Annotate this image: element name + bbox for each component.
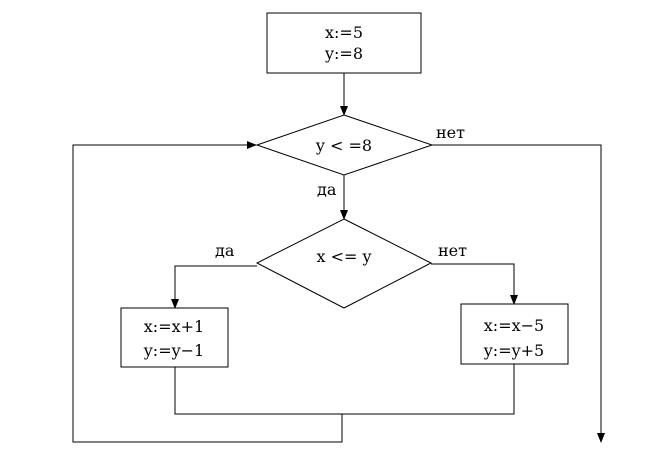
- merge-line: [174, 364, 515, 415]
- init-line-1: x:=5: [325, 23, 363, 42]
- arrow-to-no-block: [431, 263, 518, 305]
- condition-inner-no-label: нет: [438, 241, 467, 260]
- no-line-1: x:=x−5: [484, 316, 544, 335]
- no-block: [460, 303, 569, 365]
- loop-back-arrow: [72, 141, 343, 443]
- condition-inner-yes-label: да: [215, 241, 235, 260]
- yes-line-1: x:=x+1: [144, 317, 204, 336]
- condition-outer-yes-label: да: [317, 180, 337, 199]
- yes-line-2: y:=y−1: [143, 341, 204, 360]
- arrow-exit: [432, 144, 605, 443]
- init-line-2: y:=8: [324, 44, 363, 63]
- arrow-to-yes-block: [171, 265, 257, 309]
- no-line-2: y:=y+5: [483, 341, 544, 360]
- condition-inner-diamond: [255, 218, 433, 309]
- condition-outer-no-label: нет: [436, 123, 465, 142]
- condition-inner-text: x <= y: [316, 247, 371, 266]
- condition-outer-text: y < =8: [315, 136, 372, 155]
- init-block: [266, 12, 422, 74]
